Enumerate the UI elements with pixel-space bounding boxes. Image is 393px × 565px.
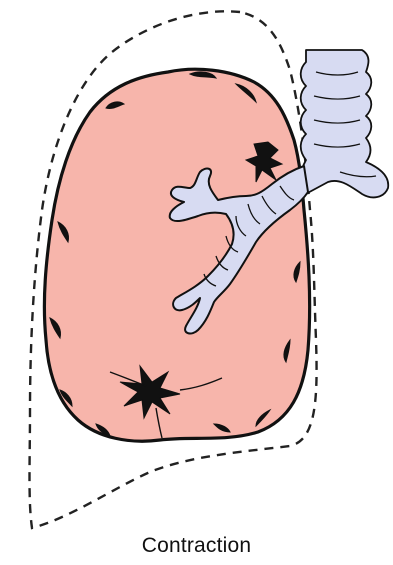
contracted-lung [44,69,309,441]
diagram-caption: Contraction [0,534,393,558]
trachea [301,50,389,197]
